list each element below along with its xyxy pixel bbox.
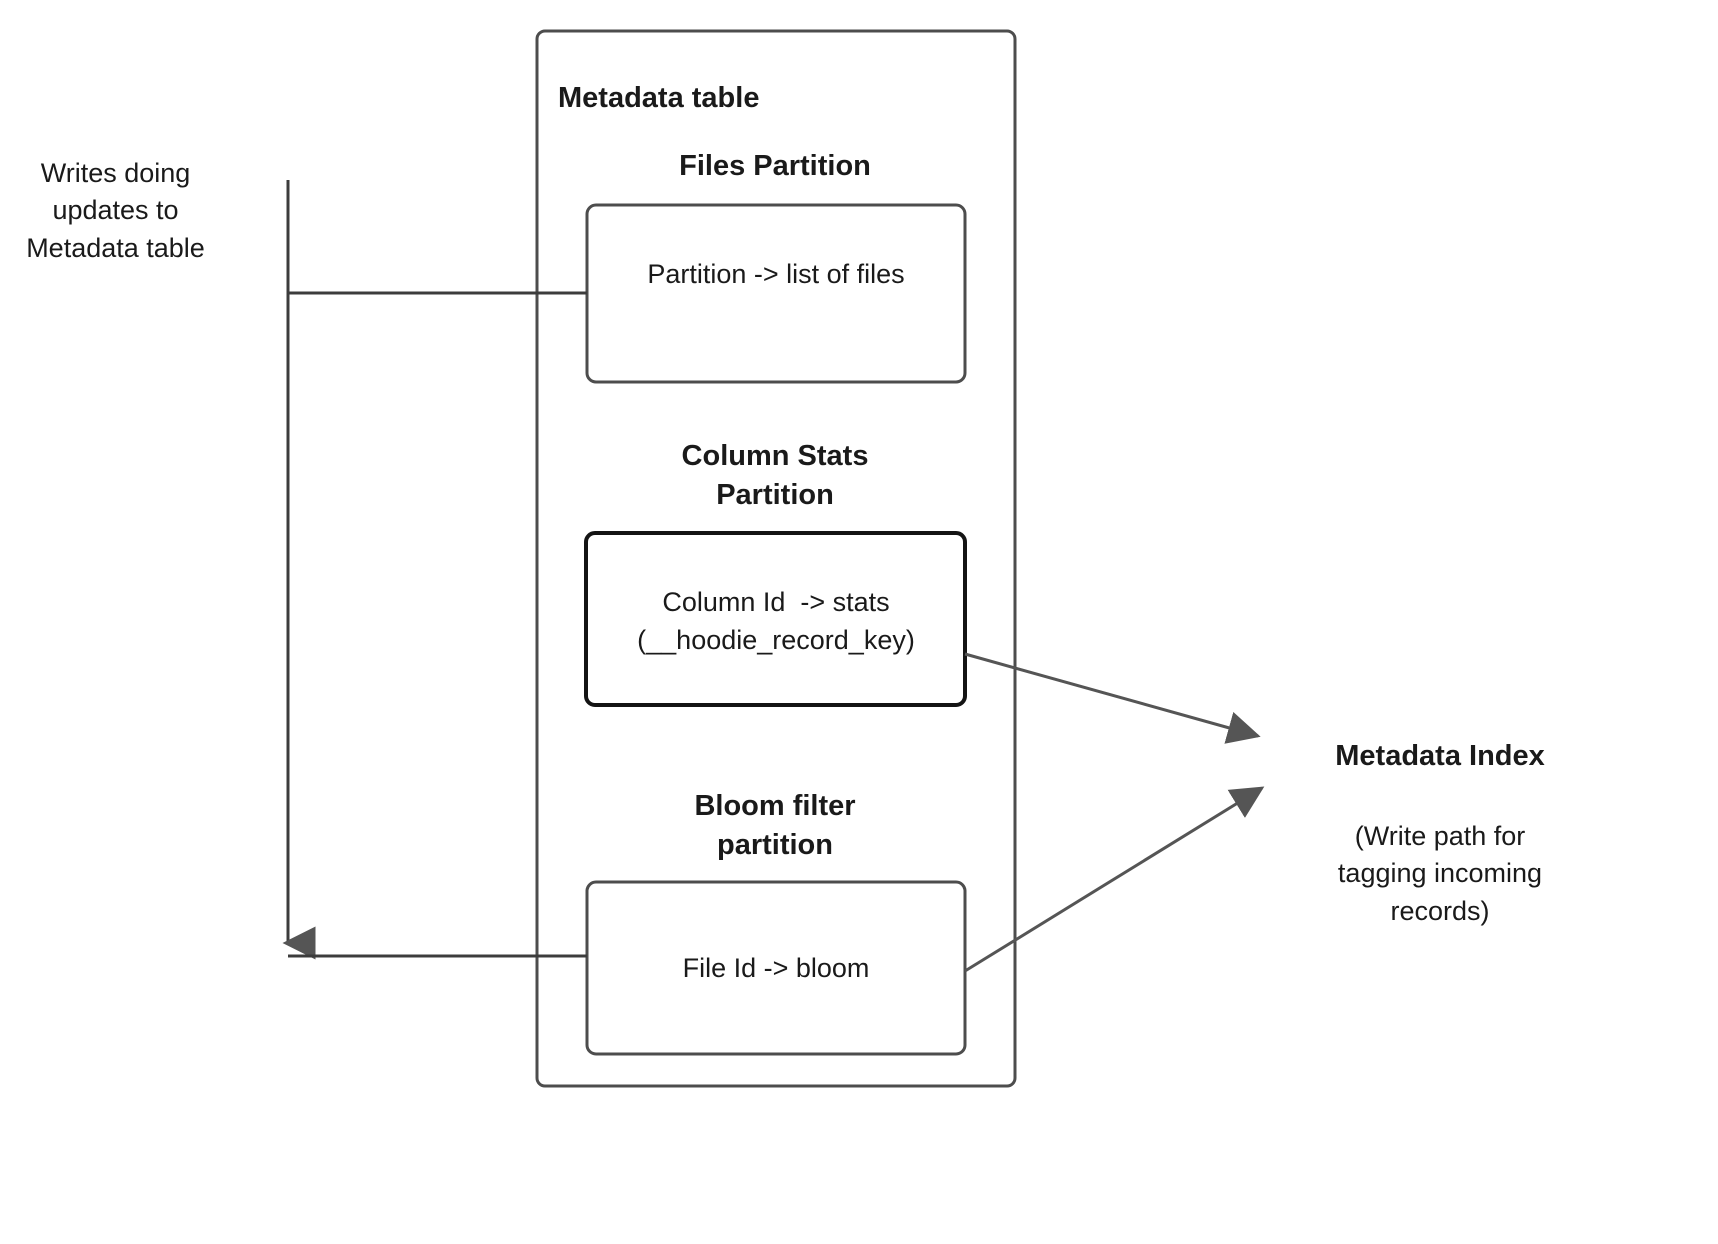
files-partition-heading: Files Partition (679, 150, 871, 182)
column-stats-partition-box-label: Column Id -> stats (__hoodie_record_key) (637, 587, 915, 656)
metadata-table-title: Metadata table (558, 82, 760, 114)
column-stats-partition-box (584, 531, 967, 707)
files-partition-box (585, 203, 967, 384)
metadata-index-title: Metadata Index (1335, 740, 1545, 772)
bloom-filter-partition-box-label: File Id -> bloom (682, 953, 870, 983)
column-stats-to-index-arrow (964, 652, 1261, 744)
bloom-filter-partition-box (585, 880, 967, 1056)
writes-caption-label: Writes doing updates to Metadata table (26, 158, 205, 263)
column-stats-partition-heading: Column Stats Partition (681, 440, 869, 511)
bloom-filter-partition-heading: Bloom filter partition (694, 790, 856, 861)
metadata-index-note: (Write path for tagging incoming records… (1337, 821, 1543, 926)
bloom-to-index-arrow (964, 786, 1265, 973)
metadata-table-container (535, 29, 1017, 1088)
files-partition-box-label: Partition -> list of files (647, 259, 905, 289)
